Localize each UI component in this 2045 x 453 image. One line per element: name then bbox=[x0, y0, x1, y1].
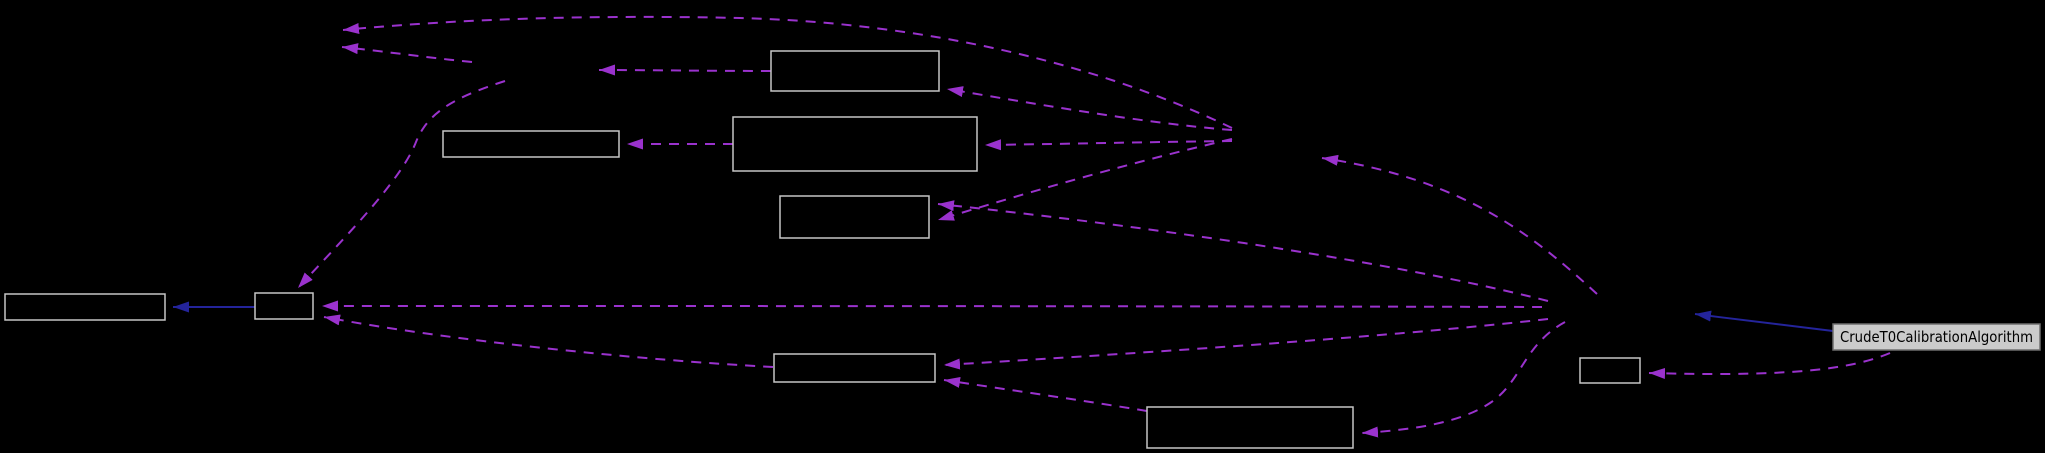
dependency-edge-crudet0-to-rightsmall bbox=[1648, 352, 1891, 379]
graph-node-crude-t0-calibration-algorithm[interactable] bbox=[1832, 323, 2041, 351]
dependency-edge-hiddenright-to-leftsmall bbox=[321, 300, 1543, 312]
graph-node-bottom-center[interactable] bbox=[773, 353, 936, 383]
dependency-edge-hiddenmid-to-topcenter bbox=[946, 86, 1233, 131]
graph-node-mid-left[interactable] bbox=[442, 130, 620, 158]
dependency-edge-hiddenright-to-bottomright bbox=[1361, 321, 1566, 438]
graph-node-mid-center-large[interactable] bbox=[732, 116, 978, 172]
graph-node-center-below[interactable] bbox=[779, 195, 930, 239]
dependency-edge-hiddenmid-to-centerbelow bbox=[937, 138, 1233, 221]
dependency-edge-hiddenmid-to-topleft-upper bbox=[342, 15, 1233, 129]
dependency-edge-bottomright-to-bottomcenter bbox=[943, 376, 1148, 412]
dependency-edge-hiddenright-to-hiddenmid bbox=[1321, 154, 1598, 295]
inheritance-edge-crudet0-to-hiddenright bbox=[1694, 310, 1834, 332]
graph-node-left-small[interactable] bbox=[254, 292, 314, 320]
dependency-edge-bottomcenter-to-leftsmall bbox=[323, 314, 774, 368]
dependency-edge-topcenter-to-hiddenleft bbox=[598, 64, 772, 76]
graph-node-right-small[interactable] bbox=[1579, 357, 1641, 384]
graph-node-left-wide[interactable] bbox=[4, 293, 166, 321]
dependency-edge-hiddenmid-to-midcenter bbox=[984, 139, 1233, 151]
dependency-edge-hiddenleft-to-leftsmall bbox=[297, 80, 506, 289]
dependency-edge-hiddenleft-to-topleft-lower bbox=[341, 43, 473, 63]
dependency-edge-hiddenright-to-centerbelow bbox=[937, 200, 1549, 302]
graph-node-top-center[interactable] bbox=[770, 50, 940, 92]
dependency-edge-hiddenright-to-bottomcenter bbox=[943, 318, 1549, 370]
graph-node-bottom-right-wide[interactable] bbox=[1146, 406, 1354, 449]
node-label-crude-t0-calibration-algorithm: CrudeT0CalibrationAlgorithm bbox=[1840, 328, 2033, 346]
